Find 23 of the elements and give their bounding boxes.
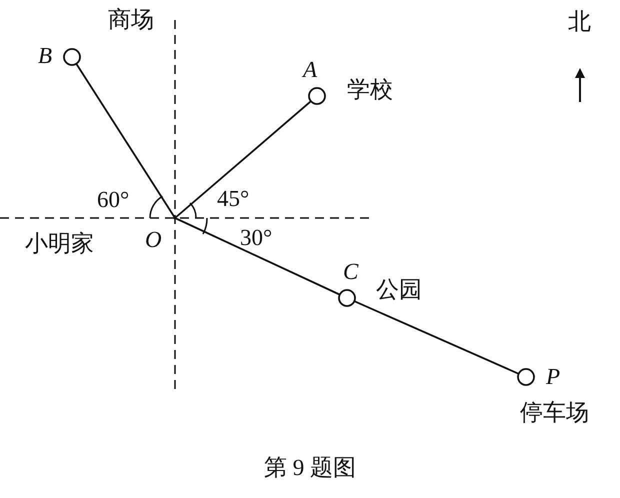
point-marker xyxy=(308,87,326,105)
compass-label: 北 xyxy=(568,10,591,33)
line-segment xyxy=(174,100,312,219)
place-name: 小明家 xyxy=(25,232,94,255)
line-segment xyxy=(174,217,340,296)
place-name: 停车场 xyxy=(520,401,589,424)
point-marker xyxy=(517,368,535,386)
point-letter: P xyxy=(546,365,560,388)
point-letter: B xyxy=(38,44,52,67)
point-letter: O xyxy=(145,228,162,251)
point-letter: C xyxy=(343,260,358,283)
line-segment xyxy=(76,63,176,218)
line-segment xyxy=(354,300,520,375)
place-name: 公园 xyxy=(376,278,422,301)
point-marker xyxy=(338,289,356,307)
angle-label: 45° xyxy=(217,187,250,210)
place-name: 学校 xyxy=(347,78,393,101)
caption: 第 9 题图 xyxy=(263,456,357,479)
point-letter: A xyxy=(303,58,318,81)
angle-label: 30° xyxy=(240,226,272,249)
place-name: 商场 xyxy=(108,8,154,31)
angle-label: 60° xyxy=(97,188,130,211)
point-marker xyxy=(63,48,81,66)
